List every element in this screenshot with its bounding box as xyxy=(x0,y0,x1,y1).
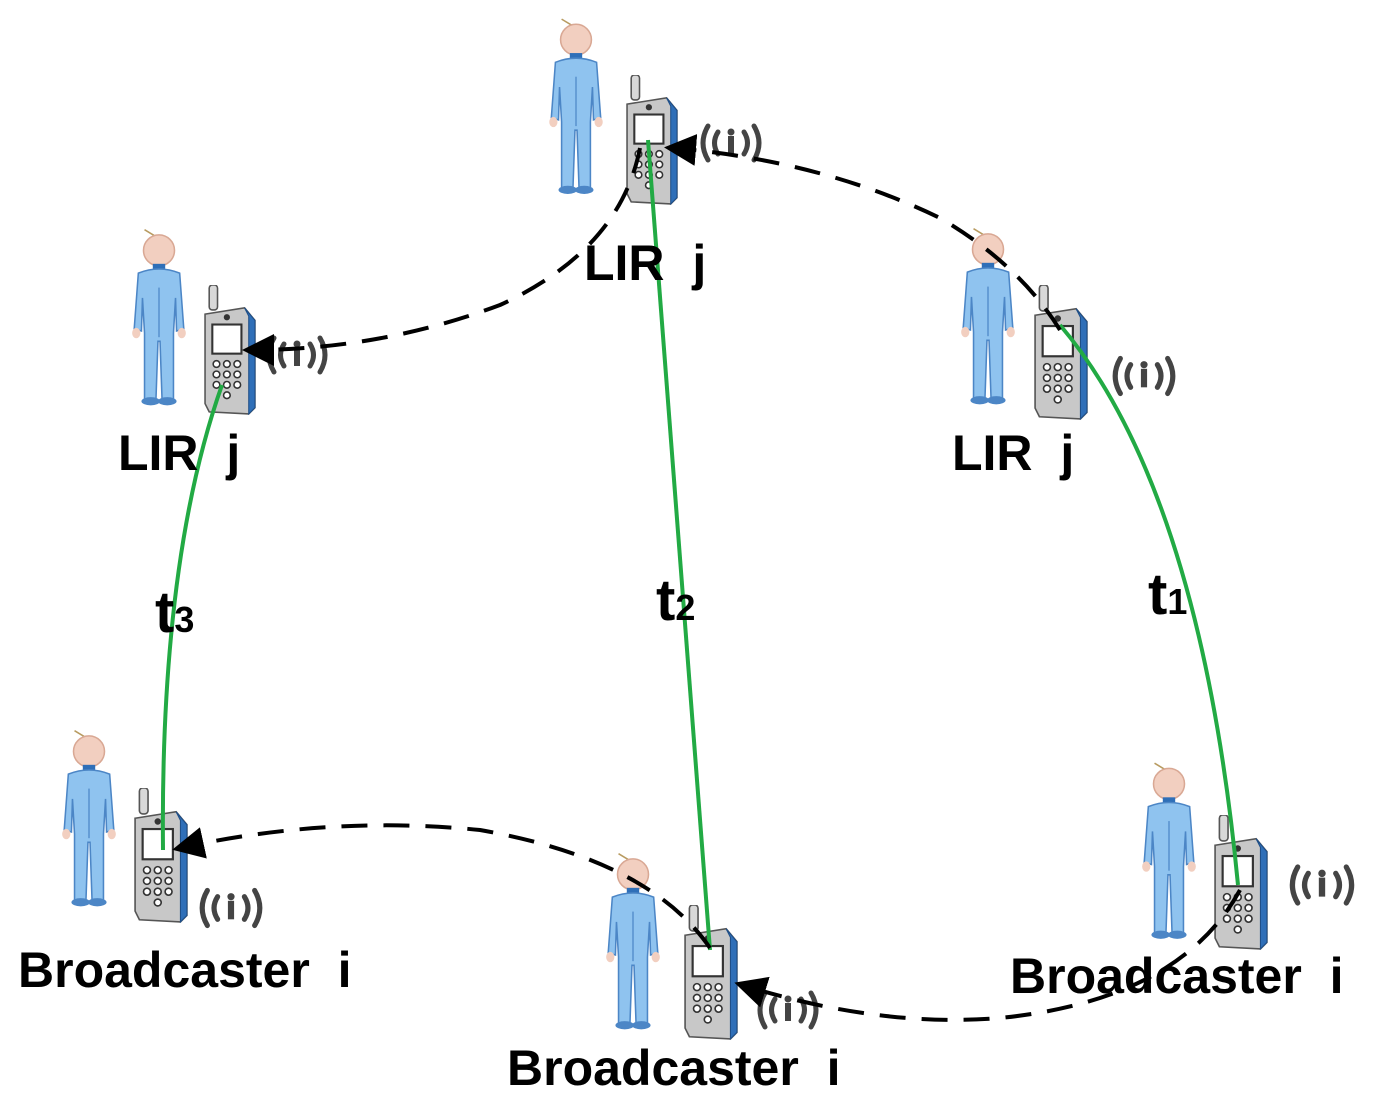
link-t3 xyxy=(160,384,224,851)
person-icon xyxy=(1141,762,1197,940)
link-t2 xyxy=(646,139,712,951)
label-lir-top: LIR j xyxy=(584,235,706,291)
mobile-phone-icon xyxy=(1213,815,1269,950)
person-icon xyxy=(61,729,117,908)
label-t2: t2 xyxy=(656,568,695,633)
path-bc-middle-to-left xyxy=(172,823,712,950)
wireless-signal-icon xyxy=(760,993,816,1027)
lir-node-right xyxy=(960,227,1173,420)
path-lir-top-to-left xyxy=(242,147,642,366)
label-broadcaster-middle: Broadcaster i xyxy=(507,1040,840,1096)
lir-node-top xyxy=(548,18,759,205)
lir-node-left xyxy=(131,228,325,415)
wireless-signal-icon xyxy=(1115,359,1173,394)
label-broadcaster-left: Broadcaster i xyxy=(18,942,351,998)
person-icon xyxy=(131,228,187,407)
label-t3: t3 xyxy=(155,580,194,645)
person-icon xyxy=(960,227,1016,406)
label-broadcaster-right: Broadcaster i xyxy=(1010,948,1343,1004)
wireless-signal-icon xyxy=(1292,867,1351,903)
broadcaster-node-right xyxy=(1141,762,1351,950)
mobile-phone-icon xyxy=(203,285,257,415)
person-icon xyxy=(548,18,604,195)
label-t1: t1 xyxy=(1148,562,1187,627)
mobile-phone-icon xyxy=(683,905,739,1040)
link-t1 xyxy=(1058,323,1240,886)
label-lir-right: LIR j xyxy=(952,425,1074,481)
wireless-signal-icon xyxy=(269,338,325,372)
label-lir-left: LIR j xyxy=(118,425,240,481)
path-lir-right-to-top xyxy=(664,133,1062,332)
wireless-signal-icon xyxy=(202,891,260,926)
